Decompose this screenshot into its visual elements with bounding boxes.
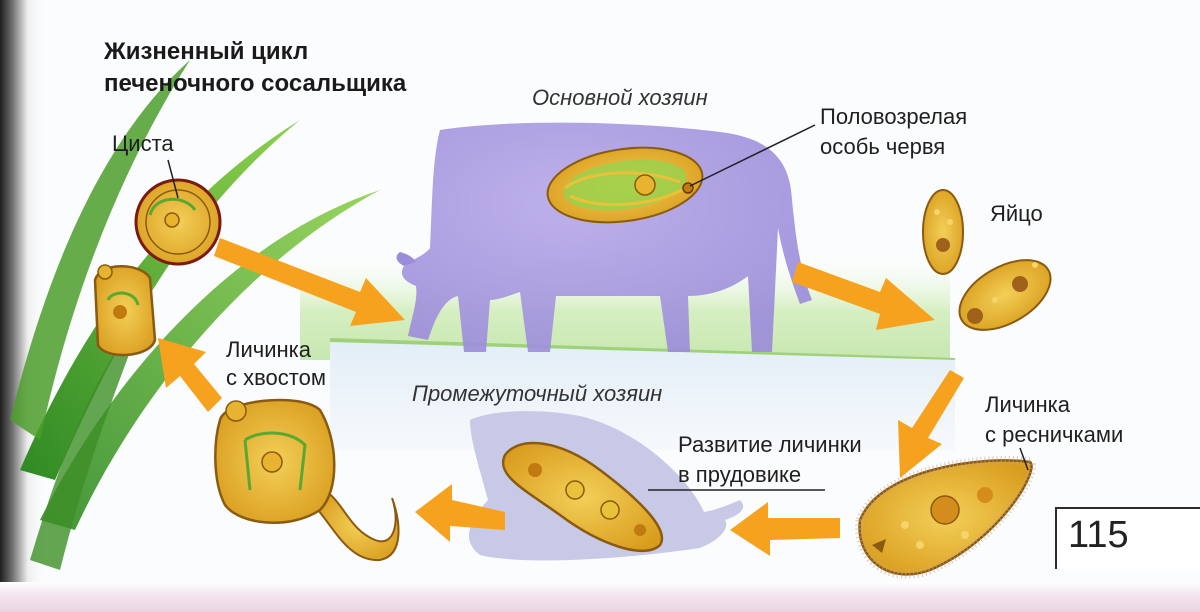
encysting-larva-organism: [95, 265, 155, 355]
cyst-label: Циста: [112, 130, 174, 158]
adult-worm-label-line-1: Половозрелая: [820, 102, 967, 132]
title-line-1: Жизненный цикл: [104, 36, 406, 68]
arrow-cercaria-to-grass: [158, 338, 222, 412]
intermediate-host-label: Промежуточный хозяин: [412, 380, 662, 408]
book-gutter: [0, 0, 46, 612]
tailed-larva-label-line-2: с хвостом: [226, 364, 326, 392]
tailed-larva-label: Личинка с хвостом: [226, 336, 326, 392]
ciliated-larva-organism: [860, 460, 1032, 574]
arrow-larva-to-snail: [730, 502, 840, 556]
development-label-line-2: в прудовике: [678, 460, 862, 490]
ciliated-larva-label: Личинка с ресничками: [985, 390, 1123, 450]
page-number: 115: [1068, 514, 1129, 557]
adult-worm-label-line-2: особь червя: [820, 132, 967, 162]
tailed-larva-label-line-1: Личинка: [226, 336, 326, 364]
ciliated-larva-label-line-2: с ресничками: [985, 420, 1123, 450]
adult-worm-label: Половозрелая особь червя: [820, 102, 967, 162]
ciliated-larva-label-line-1: Личинка: [985, 390, 1123, 420]
main-host-label: Основной хозяин: [532, 84, 708, 112]
egg-label: Яйцо: [990, 200, 1043, 228]
diagram-title: Жизненный цикл печеночного сосальщика: [104, 36, 406, 100]
page-bottom-edge: [0, 582, 1200, 612]
title-line-2: печеночного сосальщика: [104, 68, 406, 100]
cyst-organism: [136, 180, 220, 264]
development-label: Развитие личинки в прудовике: [678, 430, 862, 490]
development-label-line-1: Развитие личинки: [678, 430, 862, 460]
